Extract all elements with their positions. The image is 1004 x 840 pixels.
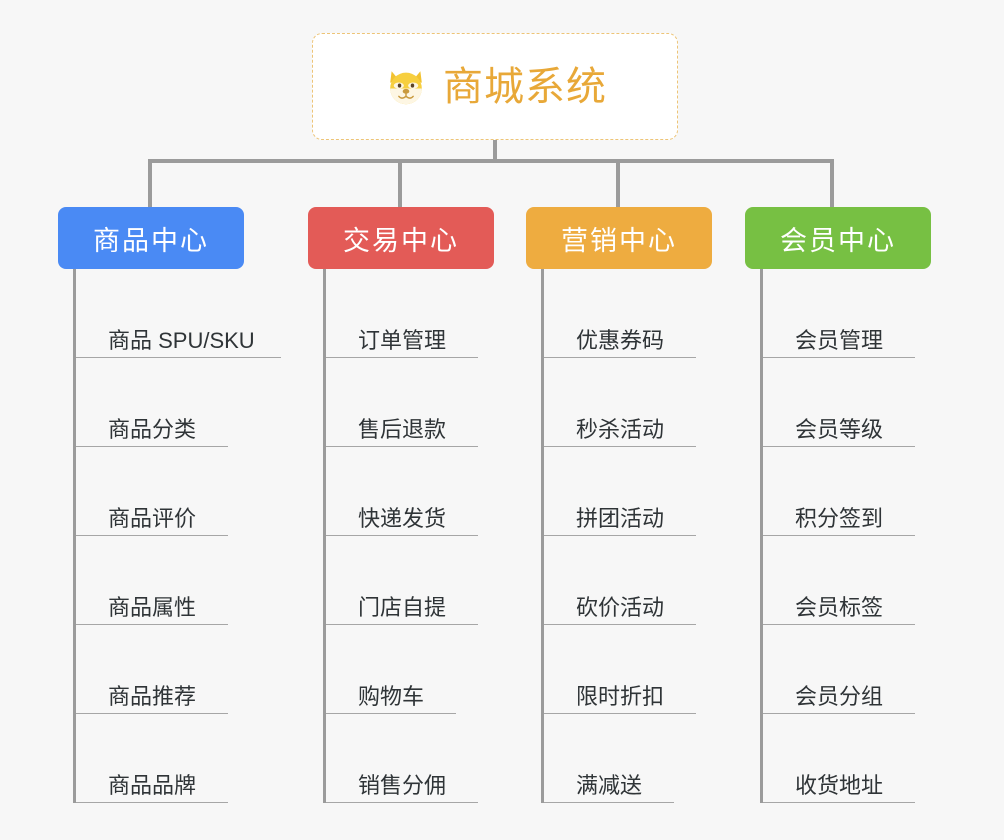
leaf-label: 商品分类 — [108, 416, 197, 442]
leaf-underline — [76, 624, 228, 625]
leaf-label: 销售分佣 — [358, 772, 447, 798]
leaf-underline — [76, 535, 228, 536]
leaf-label: 商品推荐 — [108, 683, 197, 709]
root-node-shop-system[interactable]: 商城系统 — [312, 33, 678, 140]
list-item[interactable]: 会员分组 — [763, 625, 931, 714]
leaf-label: 会员标签 — [795, 594, 884, 620]
branch-column-member-center: 会员中心 会员管理 会员等级 积分签到 会员标签 会员分组 — [745, 207, 931, 803]
list-item[interactable]: 订单管理 — [326, 269, 494, 358]
connector-drop-marketing-center — [616, 159, 620, 208]
leaf-label: 商品品牌 — [108, 772, 197, 798]
list-item[interactable]: 优惠券码 — [544, 269, 712, 358]
leaf-underline — [544, 802, 674, 803]
leaf-underline — [326, 802, 478, 803]
leaf-underline — [76, 802, 228, 803]
leaf-label: 购物车 — [358, 683, 425, 709]
category-box-marketing-center[interactable]: 营销中心 — [526, 207, 712, 269]
branch-column-marketing-center: 营销中心 优惠券码 秒杀活动 拼团活动 砍价活动 限时折扣 — [526, 207, 712, 803]
list-item[interactable]: 拼团活动 — [544, 447, 712, 536]
list-item[interactable]: 商品推荐 — [76, 625, 244, 714]
leaf-label: 收货地址 — [795, 772, 884, 798]
list-item[interactable]: 秒杀活动 — [544, 358, 712, 447]
connector-horizontal-bus — [148, 159, 834, 163]
list-item[interactable]: 门店自提 — [326, 536, 494, 625]
leaf-underline — [544, 446, 696, 447]
list-item[interactable]: 会员标签 — [763, 536, 931, 625]
list-item[interactable]: 限时折扣 — [544, 625, 712, 714]
category-box-member-center[interactable]: 会员中心 — [745, 207, 931, 269]
connector-drop-trade-center — [398, 159, 402, 208]
category-label: 营销中心 — [561, 225, 677, 256]
branch-column-trade-center: 交易中心 订单管理 售后退款 快递发货 门店自提 购物车 — [308, 207, 494, 803]
category-box-trade-center[interactable]: 交易中心 — [308, 207, 494, 269]
category-label: 会员中心 — [780, 225, 896, 256]
leaf-label: 商品评价 — [108, 505, 197, 531]
leaf-list-trade-center: 订单管理 售后退款 快递发货 门店自提 购物车 销售分佣 — [323, 269, 494, 803]
leaf-underline — [763, 535, 915, 536]
leaf-label: 订单管理 — [358, 327, 447, 353]
list-item[interactable]: 商品分类 — [76, 358, 244, 447]
leaf-underline — [544, 535, 696, 536]
list-item[interactable]: 砍价活动 — [544, 536, 712, 625]
leaf-underline — [763, 713, 915, 714]
leaf-list-marketing-center: 优惠券码 秒杀活动 拼团活动 砍价活动 限时折扣 满减送 — [541, 269, 712, 803]
leaf-underline — [326, 535, 478, 536]
category-label: 交易中心 — [343, 225, 459, 256]
leaf-label: 拼团活动 — [576, 505, 665, 531]
leaf-label: 优惠券码 — [576, 327, 665, 353]
leaf-underline — [326, 446, 478, 447]
leaf-underline — [763, 802, 915, 803]
list-item[interactable]: 会员管理 — [763, 269, 931, 358]
category-box-product-center[interactable]: 商品中心 — [58, 207, 244, 269]
leaf-underline — [763, 624, 915, 625]
leaf-underline — [544, 713, 696, 714]
leaf-label: 会员等级 — [795, 416, 884, 442]
connector-drop-member-center — [830, 159, 834, 208]
leaf-underline — [544, 624, 696, 625]
leaf-underline — [763, 446, 915, 447]
leaf-underline — [544, 357, 696, 358]
list-item[interactable]: 收货地址 — [763, 714, 931, 803]
leaf-label: 积分签到 — [795, 505, 884, 531]
leaf-underline — [326, 713, 456, 714]
list-item[interactable]: 满减送 — [544, 714, 712, 803]
root-title: 商城系统 — [443, 64, 607, 109]
leaf-label: 商品属性 — [108, 594, 197, 620]
leaf-list-product-center: 商品 SPU/SKU 商品分类 商品评价 商品属性 商品推荐 商品品牌 — [73, 269, 281, 803]
leaf-label: 商品 SPU/SKU — [108, 327, 255, 353]
leaf-label: 限时折扣 — [576, 683, 665, 709]
category-label: 商品中心 — [93, 225, 209, 256]
list-item[interactable]: 购物车 — [326, 625, 494, 714]
list-item[interactable]: 商品属性 — [76, 536, 244, 625]
leaf-underline — [763, 357, 915, 358]
leaf-label: 门店自提 — [358, 594, 447, 620]
list-item[interactable]: 售后退款 — [326, 358, 494, 447]
list-item[interactable]: 销售分佣 — [326, 714, 494, 803]
list-item[interactable]: 快递发货 — [326, 447, 494, 536]
connector-drop-product-center — [148, 159, 152, 208]
dog-face-icon — [390, 70, 422, 104]
leaf-underline — [326, 357, 478, 358]
leaf-underline — [76, 357, 281, 358]
list-item[interactable]: 积分签到 — [763, 447, 931, 536]
list-item[interactable]: 会员等级 — [763, 358, 931, 447]
leaf-underline — [76, 713, 228, 714]
leaf-label: 售后退款 — [358, 416, 447, 442]
list-item[interactable]: 商品评价 — [76, 447, 244, 536]
leaf-underline — [76, 446, 228, 447]
leaf-label: 会员分组 — [795, 683, 884, 709]
list-item[interactable]: 商品品牌 — [76, 714, 244, 803]
leaf-label: 满减送 — [576, 772, 643, 798]
list-item[interactable]: 商品 SPU/SKU — [76, 269, 281, 358]
leaf-label: 秒杀活动 — [576, 416, 665, 442]
leaf-list-member-center: 会员管理 会员等级 积分签到 会员标签 会员分组 收货地址 — [760, 269, 931, 803]
connector-root-vertical — [493, 140, 497, 162]
branch-column-product-center: 商品中心 商品 SPU/SKU 商品分类 商品评价 商品属性 商品推荐 — [58, 207, 281, 803]
leaf-underline — [326, 624, 478, 625]
leaf-label: 会员管理 — [795, 327, 884, 353]
leaf-label: 砍价活动 — [576, 594, 665, 620]
leaf-label: 快递发货 — [358, 505, 447, 531]
